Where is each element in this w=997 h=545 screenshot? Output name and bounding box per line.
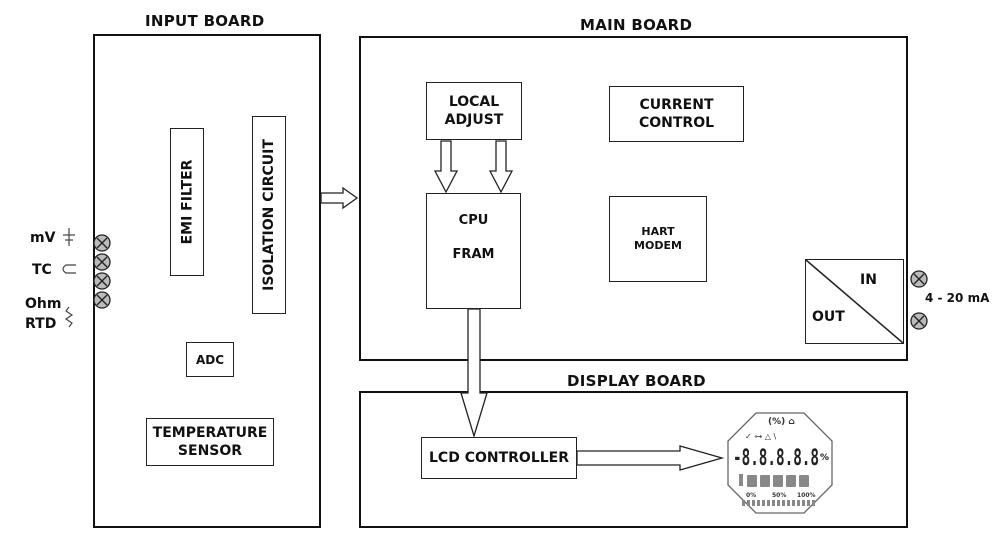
temperature-sensor-block: TEMPERATURE SENSOR [146, 418, 274, 466]
lcd-small-digits [739, 474, 809, 487]
lcd-controller-to-display-arrow [576, 445, 725, 471]
local-adjust-block: LOCAL ADJUST [426, 82, 522, 140]
isolation-circuit-block: ISOLATION CIRCUIT [252, 116, 286, 314]
input-board-title: INPUT BOARD [145, 12, 265, 30]
local-label: LOCAL [448, 94, 500, 110]
display-board [359, 391, 908, 528]
lcd-bar-label-0: 0% [746, 492, 756, 499]
emi-filter-block: EMI FILTER [170, 128, 204, 276]
cpu-to-lcd-arrow [460, 308, 488, 439]
current-control-block: CURRENT CONTROL [609, 86, 744, 142]
display-board-title: DISPLAY BOARD [567, 372, 706, 390]
hart-modem-block: HART MODEM [609, 196, 707, 282]
adjust-label: ADJUST [444, 112, 504, 128]
lcd-outline [727, 412, 833, 514]
modem-label: MODEM [634, 239, 682, 252]
main-board [359, 36, 908, 361]
out-label: OUT [812, 309, 845, 325]
main-board-title: MAIN BOARD [580, 16, 693, 34]
lcd-display: (%) ⌂ ✓ ⊶ △ \ -8.8.8.8.8 % 0% 50% 100% [727, 412, 833, 514]
adc-label: ADC [195, 352, 225, 367]
tc-input-label: TC [32, 262, 52, 278]
local-adjust-to-cpu-arrow-right [488, 140, 514, 194]
output-range-label: 4 - 20 mA [925, 291, 990, 305]
rtd-resistor-icon [64, 306, 74, 328]
lcd-bar-label-50: 50% [772, 492, 786, 499]
adc-block: ADC [186, 342, 234, 377]
lcd-controller-block: LCD CONTROLLER [421, 437, 577, 479]
sensor-label: SENSOR [177, 443, 243, 459]
input-terminal-block [93, 234, 111, 309]
mv-source-icon [63, 228, 75, 246]
output-terminals [910, 270, 928, 330]
lcd-indicator-icons: ✓ ⊶ △ \ [745, 432, 776, 441]
cpu-label: CPU [458, 213, 489, 228]
lcd-bargraph [742, 500, 815, 506]
control-label: CONTROL [638, 115, 715, 131]
input-to-main-arrow [320, 186, 359, 210]
lcd-status-icons: (%) ⌂ [768, 417, 795, 427]
mv-input-label: mV [30, 230, 56, 246]
lcd-percent-sign: % [820, 453, 829, 463]
current-label: CURRENT [639, 97, 714, 113]
thermocouple-icon [62, 264, 76, 274]
rtd-input-label: RTD [25, 316, 57, 332]
hart-label: HART [641, 225, 675, 238]
fram-label: FRAM [452, 247, 495, 262]
in-out-diagonal [805, 259, 904, 344]
local-adjust-to-cpu-arrow-left [433, 140, 459, 194]
lcd-bar-label-100: 100% [797, 492, 816, 499]
ohm-input-label: Ohm [25, 296, 62, 312]
lcd-controller-label: LCD CONTROLLER [429, 450, 569, 466]
in-label: IN [860, 272, 877, 288]
temperature-label: TEMPERATURE [152, 425, 268, 441]
lcd-main-digits: -8.8.8.8.8 [733, 446, 819, 471]
